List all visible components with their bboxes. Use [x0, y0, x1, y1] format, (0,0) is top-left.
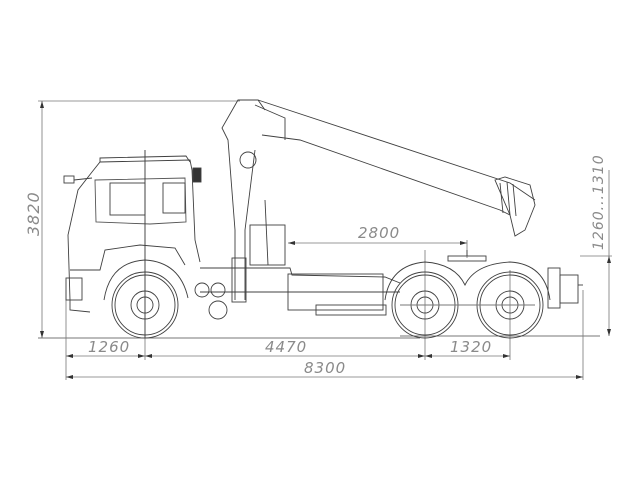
- chassis-frame: [200, 267, 401, 316]
- rear-outrigger: [547, 267, 583, 309]
- front-wheel: [103, 259, 189, 339]
- dim-wheelbase: 4470: [265, 338, 308, 356]
- fifth-wheel: [447, 250, 487, 262]
- crane: [221, 99, 536, 303]
- dim-fifth-wheel-height: 1260...1310: [591, 154, 607, 250]
- dim-overall-length: 8300: [304, 359, 347, 377]
- dim-rear-axle-spacing: 1320: [450, 338, 493, 356]
- dim-crane-to-coupling: 2800: [358, 224, 401, 242]
- dim-overall-height: 3820: [24, 191, 43, 236]
- dimension-lines: [38, 100, 612, 380]
- dimension-arrows: [40, 101, 611, 379]
- rear-wheels: [384, 261, 551, 339]
- truck-cab: [63, 150, 202, 338]
- dim-front-overhang: 1260: [88, 338, 131, 356]
